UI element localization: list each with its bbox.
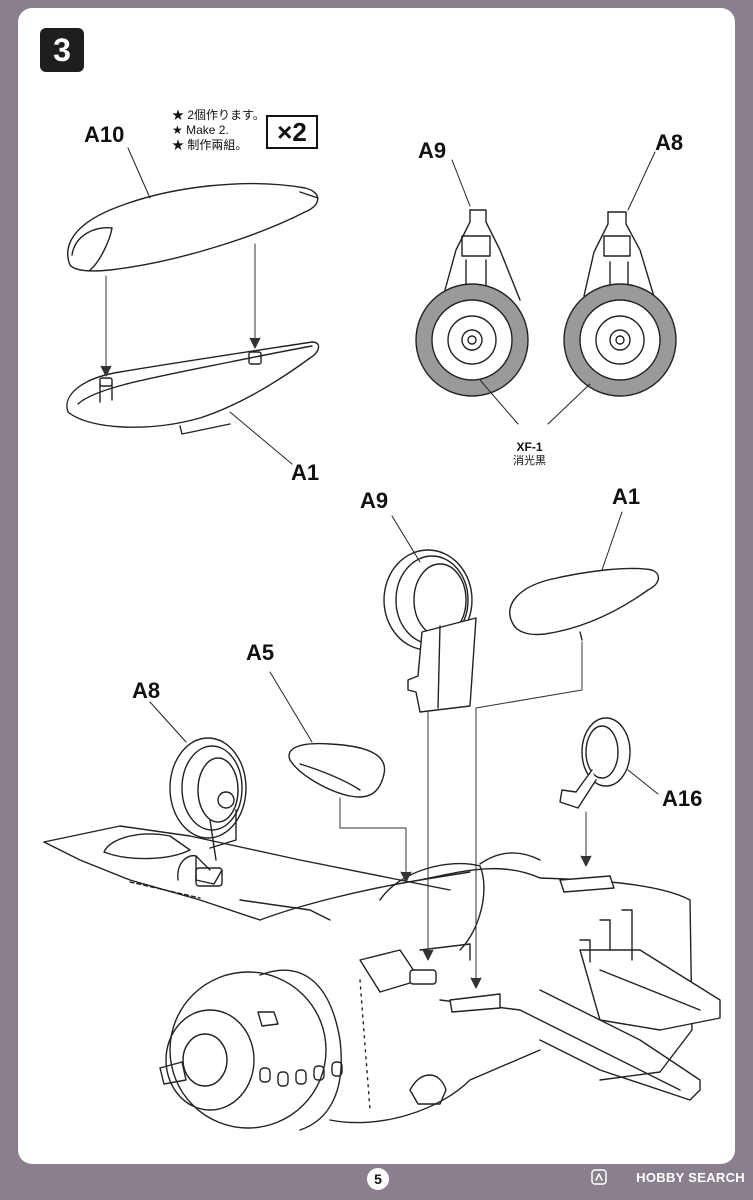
main-wheel-a9 — [384, 550, 476, 712]
label-a1-main: A1 — [612, 484, 641, 509]
label-a9-top: A9 — [418, 138, 447, 163]
aircraft-fuselage — [44, 826, 720, 1130]
label-a5: A5 — [246, 640, 275, 665]
multiplier-box: ×2 — [266, 115, 318, 149]
page-number: 5 — [367, 1168, 389, 1190]
main-wheel-a8 — [170, 738, 246, 860]
assembly-arrows-main — [340, 642, 591, 988]
wheel-a8-drawing — [548, 212, 676, 424]
main-tank-a1 — [510, 568, 659, 640]
hobby-search-logo — [592, 1170, 606, 1184]
paint-code: XF-1 — [516, 440, 543, 454]
note-line-en: Make 2. — [172, 123, 265, 138]
label-a1-top: A1 — [291, 460, 320, 485]
main-part-a5 — [289, 744, 384, 797]
watermark-text: HOBBY SEARCH — [636, 1170, 745, 1185]
part-a1-drawing — [67, 342, 319, 434]
label-a8-main: A8 — [132, 678, 161, 703]
label-a9-main: A9 — [360, 488, 389, 513]
leader-lines-top — [128, 148, 655, 464]
paint-callout: XF-1 消光黒 — [513, 440, 546, 468]
assembly-arrows — [101, 244, 260, 376]
step-badge: 3 — [40, 28, 84, 72]
label-a8-top: A8 — [655, 130, 684, 155]
note-line-zh: 制作兩組。 — [172, 138, 265, 153]
leader-lines-main — [150, 512, 658, 794]
label-a10: A10 — [84, 122, 125, 147]
label-a16: A16 — [662, 786, 703, 811]
paint-name: 消光黒 — [513, 455, 546, 467]
main-part-a16 — [560, 718, 630, 808]
wheel-a9-drawing — [416, 210, 528, 424]
part-a10-drawing — [68, 184, 318, 271]
note-line-ja: 2個作ります。 — [172, 108, 264, 123]
make-two-note: 2個作ります。 Make 2. 制作兩組。 — [172, 108, 265, 153]
